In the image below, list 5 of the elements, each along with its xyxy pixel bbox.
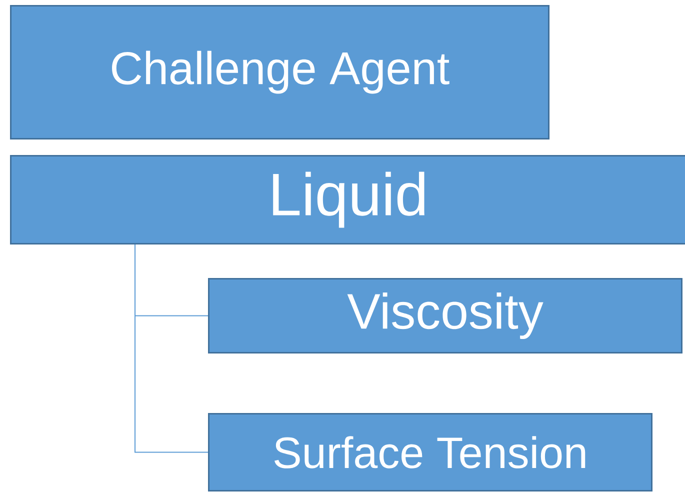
process-box: Liquid bbox=[10, 155, 685, 244]
process-box: Challenge Agent bbox=[10, 5, 550, 140]
connector-line bbox=[134, 244, 208, 453]
process-box: Surface Tension bbox=[208, 413, 652, 492]
process-box: Viscosity bbox=[208, 278, 682, 354]
